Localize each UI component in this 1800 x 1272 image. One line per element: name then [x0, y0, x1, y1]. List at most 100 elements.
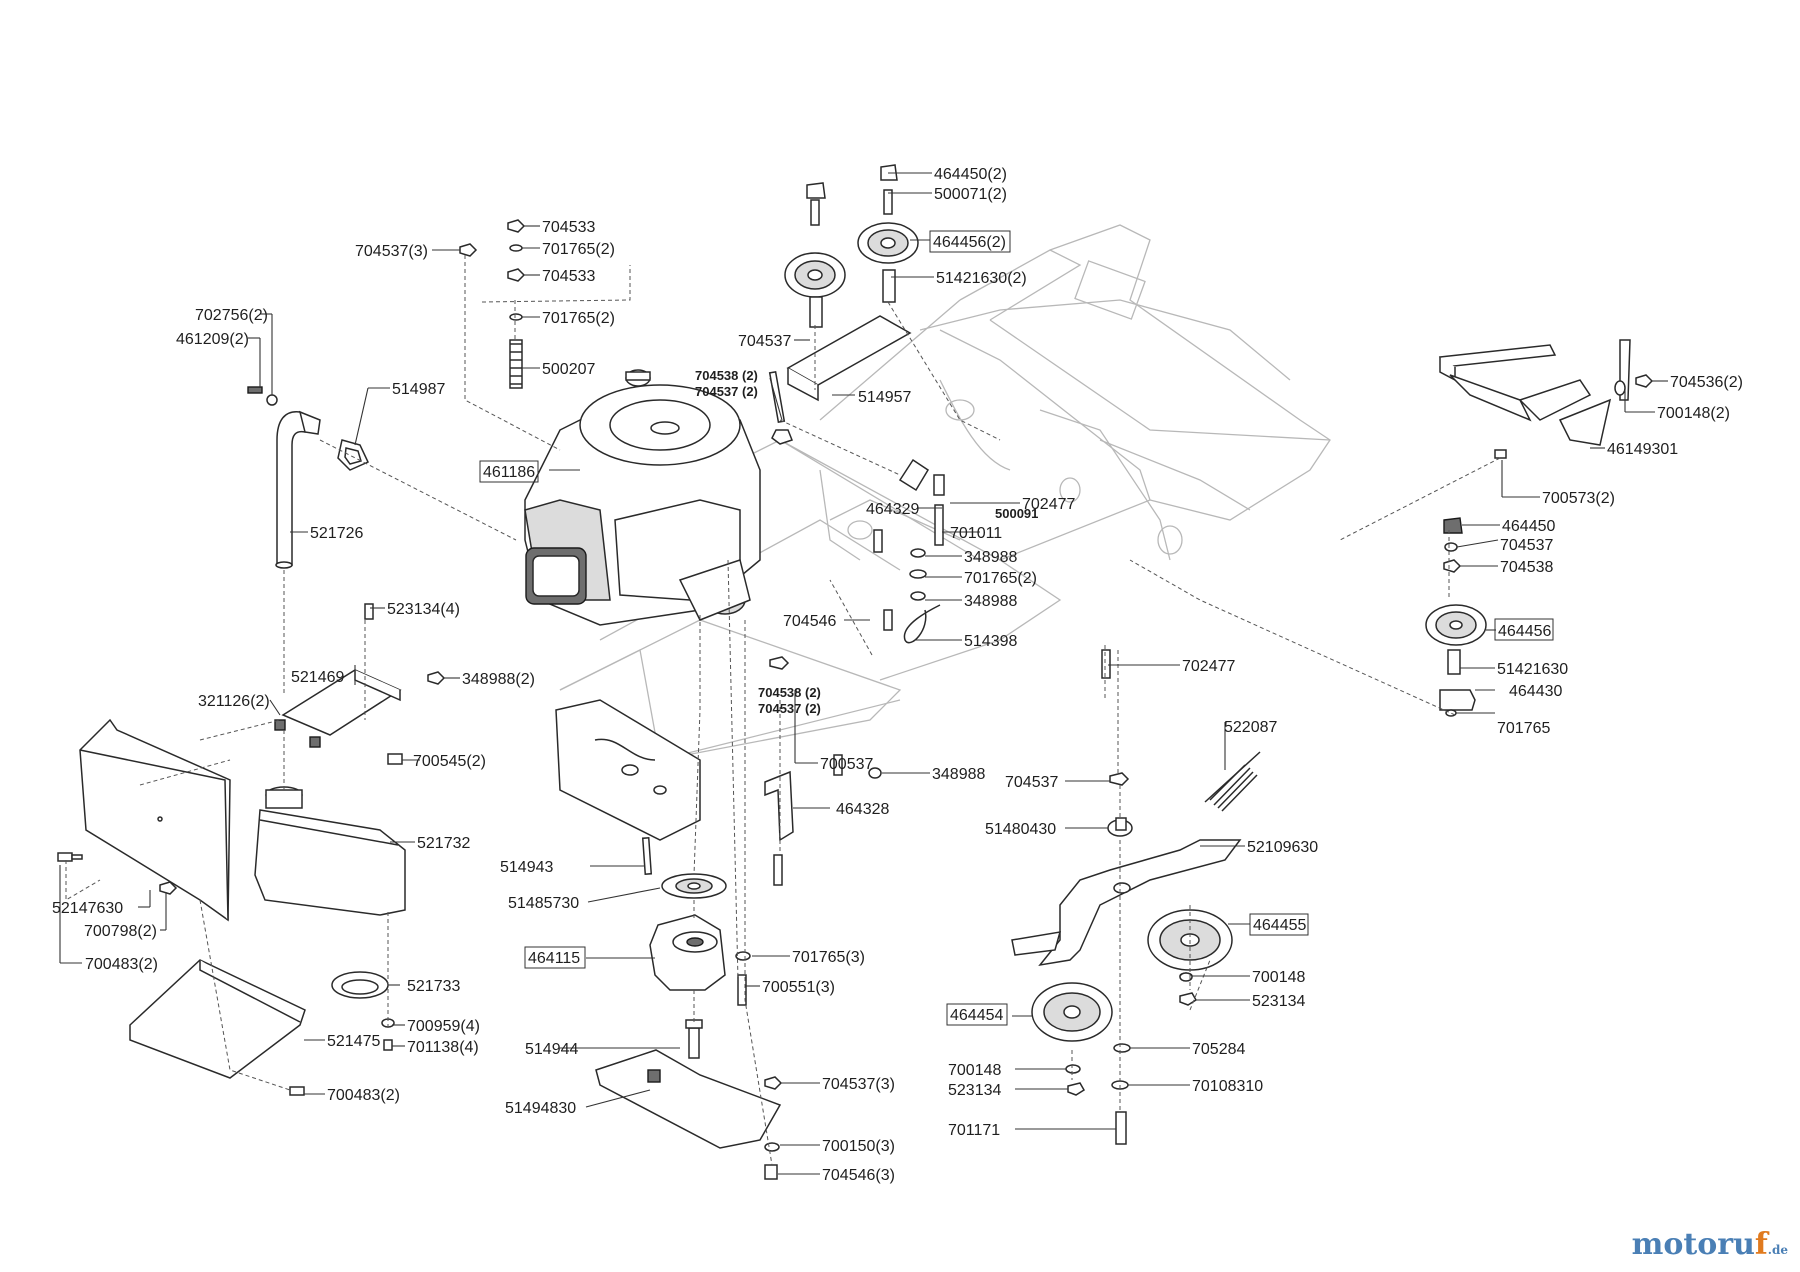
- motoruf-logo: motoruf.de: [1632, 1227, 1788, 1262]
- label-701765-3: 701765(3): [792, 949, 865, 966]
- label-464456: 464456: [1498, 623, 1551, 640]
- label-700148-b: 700148: [948, 1062, 1001, 1079]
- label-700959-4: 700959(4): [407, 1018, 480, 1035]
- label-51421630: 51421630: [1497, 661, 1568, 678]
- label-701765-2-b: 701765(2): [542, 310, 615, 327]
- label-464450: 464450: [1502, 518, 1555, 535]
- pin-514943: [641, 837, 653, 875]
- label-701171: 701171: [948, 1122, 1000, 1139]
- label-700798-2: 700798(2): [84, 923, 157, 940]
- label-700148-a: 700148: [1252, 969, 1305, 986]
- label-461186: 461186: [483, 464, 535, 481]
- label-514957: 514957: [858, 389, 911, 406]
- logo-text: motoru: [1631, 1227, 1755, 1262]
- idler-pulley-pair-top: [784, 164, 919, 328]
- label-702756-2: 702756(2): [195, 307, 268, 324]
- bolts-exhaust: [247, 386, 278, 406]
- label-704537-a: 704537: [738, 333, 791, 350]
- label-500091: 500091: [995, 506, 1038, 521]
- spring-522087: [1204, 751, 1261, 812]
- label-514987: 514987: [392, 381, 445, 398]
- label-464430: 464430: [1509, 683, 1562, 700]
- pulley-464456-right: [1425, 517, 1487, 717]
- label-464450-2: 464450(2): [934, 166, 1007, 183]
- label-52147630: 52147630: [52, 900, 123, 917]
- label-521733: 521733: [407, 978, 460, 995]
- label-704538-2-b: 704538 (2): [758, 685, 821, 700]
- label-348988-b: 348988: [964, 593, 1017, 610]
- screw-700483-bottom: [289, 1086, 305, 1096]
- label-700148-2: 700148(2): [1657, 405, 1730, 422]
- bolts-521469: [364, 603, 446, 765]
- label-464115: 464115: [528, 950, 580, 967]
- bolt-704538-top: [768, 370, 793, 445]
- engine-461186: [524, 369, 761, 626]
- pulley-51485730: [661, 873, 727, 899]
- label-522087: 522087: [1224, 719, 1277, 736]
- lower-frame-left: [555, 699, 701, 841]
- label-701765-2-c: 701765(2): [964, 570, 1037, 587]
- label-521469: 521469: [291, 669, 344, 686]
- leader-lines: [59, 172, 1668, 1175]
- label-348988-a: 348988: [964, 549, 1017, 566]
- assembly-lines: [65, 255, 1501, 1166]
- label-514398: 514398: [964, 633, 1017, 650]
- label-704538-2-a: 704538 (2): [695, 368, 758, 383]
- label-52109630: 52109630: [1247, 839, 1318, 856]
- label-461209-2: 461209(2): [176, 331, 249, 348]
- label-704546: 704546: [783, 613, 836, 630]
- pulley-464454: [1031, 982, 1131, 1145]
- label-704533-a: 704533: [542, 219, 595, 236]
- label-701765: 701765: [1497, 720, 1550, 737]
- nut-stack-704533: [459, 219, 526, 389]
- label-702477-a: 702477: [1022, 496, 1075, 513]
- label-348988-c: 348988: [932, 766, 985, 783]
- hardware-51480430: [1107, 772, 1133, 837]
- label-700483-2-b: 700483(2): [327, 1087, 400, 1104]
- label-704538: 704538: [1500, 559, 1553, 576]
- label-704537-2-b: 704537 (2): [758, 701, 821, 716]
- label-464456-2: 464456(2): [933, 234, 1006, 251]
- label-51480430: 51480430: [985, 821, 1056, 838]
- label-523134-a: 523134: [1252, 993, 1305, 1010]
- label-521726: 521726: [310, 525, 363, 542]
- gasket-521733: [331, 971, 395, 1051]
- center-hardware: [873, 458, 1111, 679]
- label-51485730: 51485730: [508, 895, 579, 912]
- label-500071-2: 500071(2): [934, 186, 1007, 203]
- bracket-51494830: [595, 1049, 782, 1149]
- label-51494830: 51494830: [505, 1100, 576, 1117]
- label-51421630-2: 51421630(2): [936, 270, 1027, 287]
- label-70108310: 70108310: [1192, 1078, 1263, 1095]
- label-521475: 521475: [327, 1033, 380, 1050]
- label-704537-3: 704537(3): [355, 243, 428, 260]
- label-500207: 500207: [542, 361, 595, 378]
- bolt-704538-center: [769, 656, 882, 779]
- label-702477-b: 702477: [1182, 658, 1235, 675]
- label-704537-c: 704537: [1005, 774, 1058, 791]
- label-701765-2-a: 701765(2): [542, 241, 615, 258]
- label-464329: 464329: [866, 501, 919, 518]
- label-46149301: 46149301: [1607, 441, 1678, 458]
- bolt-514944: [685, 1019, 703, 1059]
- label-464328: 464328: [836, 801, 889, 818]
- exhaust-pipe-521726: [275, 410, 370, 569]
- label-514943: 514943: [500, 859, 553, 876]
- heat-shield-52147630: [79, 718, 231, 922]
- label-700483-2-a: 700483(2): [85, 956, 158, 973]
- label-boxes: [479, 230, 1554, 1026]
- label-464455: 464455: [1253, 917, 1306, 934]
- muffler-521732: [254, 786, 406, 916]
- label-701138-4: 701138(4): [407, 1039, 479, 1056]
- label-700537: 700537: [820, 756, 873, 773]
- label-704537-b: 704537: [1500, 537, 1553, 554]
- hardware-right: [1494, 374, 1654, 459]
- idler-arm-52109630: [1011, 839, 1242, 967]
- label-700551-3: 700551(3): [762, 979, 835, 996]
- bracket-514957: [786, 315, 912, 402]
- logo-accent: f: [1754, 1227, 1768, 1262]
- bracket-46149301: [1438, 339, 1631, 446]
- label-704536-2: 704536(2): [1670, 374, 1743, 391]
